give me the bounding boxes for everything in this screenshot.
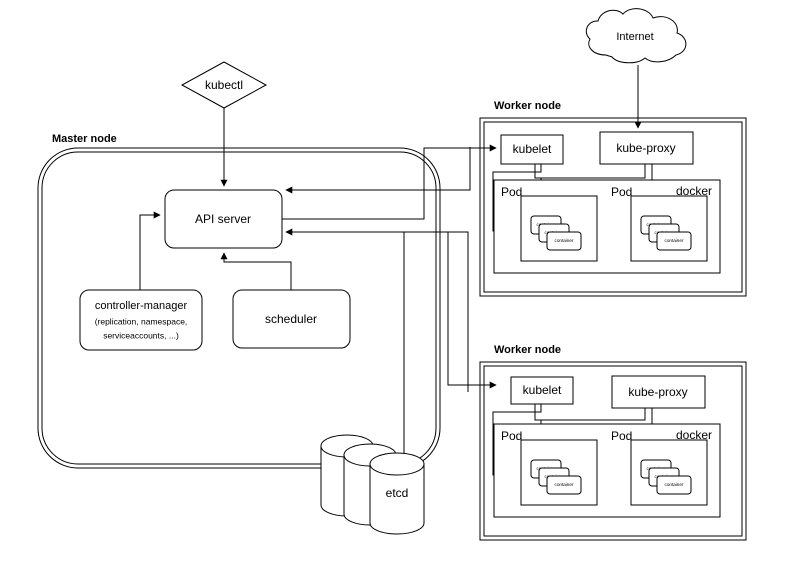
kubectl-label: kubectl [205,78,243,92]
worker-2-pod-1-container-1-label: container [555,482,574,487]
edge-api-server-to-kubelet-1 [282,144,497,220]
controller-manager-box[interactable]: controller-manager (replication, namespa… [79,289,203,351]
controller-manager-sublabel-1: (replication, namespace, [95,316,188,326]
edge-api-server-to-kubelet-2 [447,232,497,389]
worker-2-pod-2[interactable]: Pod container container container [611,429,708,506]
worker-1-pod-2[interactable]: Pod container container container [611,185,708,262]
worker-2-pod-1-label: Pod [501,429,522,443]
worker-1-pod-2-containers: container container container [640,215,692,251]
kubectl-node[interactable]: kubectl [180,61,268,109]
worker-2-kubelet-label: kubelet [523,383,562,397]
api-server-box[interactable]: API server [164,189,283,249]
worker-1-kube-proxy-label: kube-proxy [616,141,675,155]
worker-1-pod-1-label: Pod [501,185,522,199]
internet-label: Internet [616,31,653,43]
worker-1-pod-1-container-1-label: container [555,238,574,243]
edge-scheduler-to-api-server [220,252,292,290]
worker-1-kubelet-box[interactable]: kubelet [500,134,564,165]
edge-kube-proxy-1-branch [539,164,646,179]
worker-2-kube-proxy-label: kube-proxy [628,385,687,399]
controller-manager-label: controller-manager [95,300,188,312]
master-node-label: Master node [52,133,117,145]
worker-1-kube-proxy-box[interactable]: kube-proxy [599,131,694,165]
controller-manager-sublabel-2: serviceaccounts, ...) [103,330,179,340]
worker-node-2-label: Worker node [494,344,561,356]
worker-1-docker-label: docker [676,184,712,198]
worker-1-pod-1[interactable]: Pod container container container [501,185,598,262]
connection-lines [139,65,642,463]
worker-1-pod-2-label: Pod [611,185,632,199]
edge-kubelet-1-to-api-server [285,147,471,194]
scheduler-label: scheduler [265,312,317,326]
etcd-datastore[interactable]: etcd [320,434,425,535]
internet-cloud[interactable]: Internet [585,8,687,64]
worker-2-pod-2-container-1-label: container [665,482,684,487]
worker-2-kube-proxy-box[interactable]: kube-proxy [611,375,706,409]
edge-kube-proxy-2-branch [539,404,646,421]
worker-2-pod-1-containers: container container container [530,459,582,495]
edge-kubelet-2-to-api-server [285,228,469,392]
etcd-label: etcd [386,486,409,500]
etcd-replica-1: etcd [369,452,425,535]
worker-1-pod-2-container-1-label: container [665,238,684,243]
worker-1-kubelet-label: kubelet [513,142,552,156]
worker-2-docker-label: docker [676,428,712,442]
worker-2-pod-2-label: Pod [611,429,632,443]
edge-controller-manager-to-api-server [139,211,161,290]
worker-2-kubelet-box[interactable]: kubelet [510,376,574,405]
worker-2-pod-1[interactable]: Pod container container container [501,429,598,506]
scheduler-box[interactable]: scheduler [232,289,351,349]
worker-node-1-label: Worker node [494,100,561,112]
worker-1-pod-1-containers: container container container [530,215,582,251]
worker-2-pod-2-containers: container container container [640,459,692,495]
api-server-label: API server [195,212,251,226]
